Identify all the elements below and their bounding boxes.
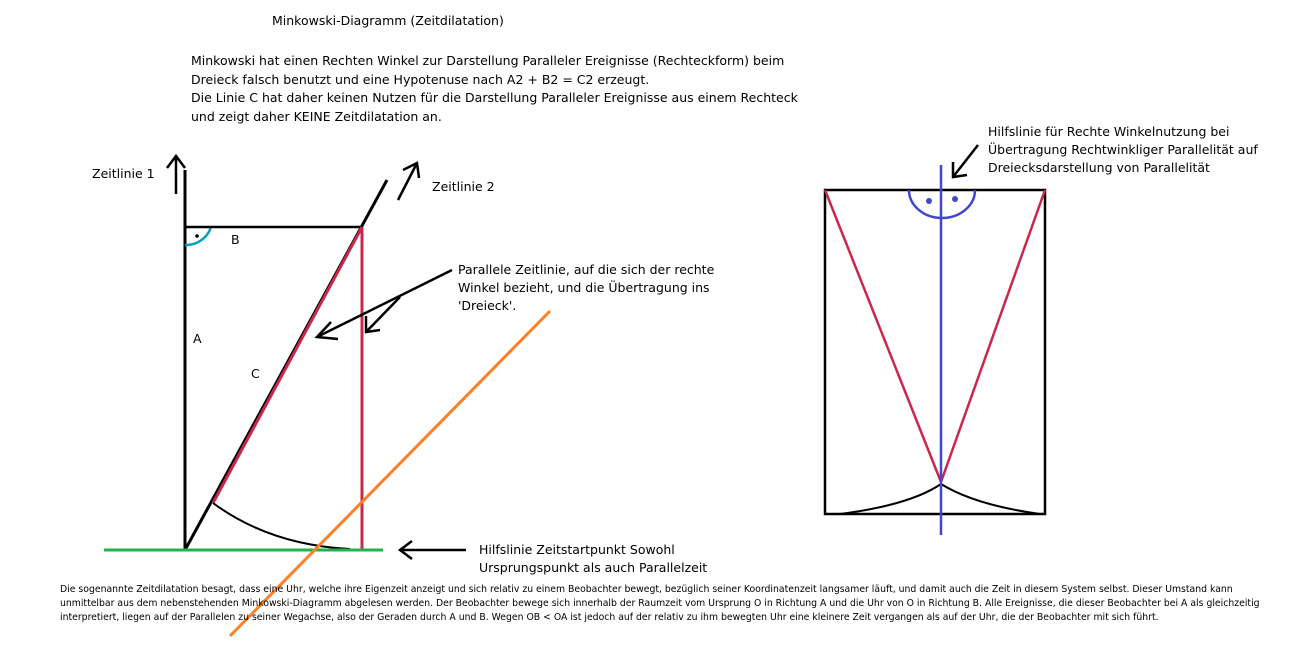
zeitlinie1-label: Zeitlinie 1 [92,166,155,181]
hilfslinie-annotation: Hilfslinie für Rechte Winkelnutzung bei … [988,123,1258,177]
blue-dot-left [926,198,932,204]
annotation-line: Übertragung Rechtwinkliger Parallelität … [988,142,1258,157]
left-diagram [104,153,552,638]
bottom-arc [212,502,351,550]
startpunkt-annotation: Hilfslinie Zeitstartpunkt Sowohl Ursprun… [479,541,707,577]
right-angle-arc [184,226,213,247]
red-v-left [823,189,943,483]
annotation-line: Dreiecksdarstellung von Parallelität [988,160,1210,175]
zeitlinie2-arrow-icon [396,161,421,201]
label-b: B [231,232,240,247]
zeitlinie2-label: Zeitlinie 2 [432,179,495,194]
right-diagram [823,144,1047,535]
annotation-line: 'Dreieck'. [458,298,517,313]
intro-line: Dreieck falsch benutzt und eine Hypotenu… [191,71,650,87]
annotation-line: Ursprungspunkt als auch Parallelzeit [479,560,708,575]
footer-line: interpretiert, liegen auf der Parallelen… [60,612,1159,623]
intro-line: und zeigt daher KEINE Zeitdilatation an. [191,108,442,124]
footer-line: Die sogenannte Zeitdilatation besagt, da… [60,584,1233,595]
footer-paragraph: Die sogenannte Zeitdilatation besagt, da… [60,583,1280,625]
intro-line: Minkowski hat einen Rechten Winkel zur D… [191,53,785,68]
diagram-title: Minkowski-Diagramm (Zeitdilatation) [272,13,504,28]
annotation-line: Parallele Zeitlinie, auf die sich der re… [458,262,715,277]
blue-dot-right [952,196,958,202]
parallel-annotation: Parallele Zeitlinie, auf die sich der re… [458,261,714,315]
hilfslinie-arrow-icon [951,144,979,179]
zeitlinie1-arrow-icon [166,153,186,194]
annotation-line: Hilfslinie Zeitstartpunkt Sowohl [479,542,675,557]
annotation-line: Hilfslinie für Rechte Winkelnutzung bei [988,124,1230,139]
right-angle-dot [195,234,199,238]
intro-line: Die Linie C hat daher keinen Nutzen für … [191,90,798,105]
label-c: C [251,366,260,381]
blue-right-angle-arc [907,189,977,220]
parallel-annotation-arrow-icon [314,268,453,341]
intro-paragraph: Minkowski hat einen Rechten Winkel zur D… [191,52,798,126]
startpunkt-arrow-icon [397,540,466,560]
orange-line [228,309,552,638]
footer-line: unmittelbar aus dem nebenstehenden Minko… [60,598,1260,609]
red-v-right [939,189,1047,483]
right-rectangle [823,188,1047,516]
annotation-line: Winkel bezieht, und die Übertragung ins [458,280,710,295]
label-a: A [193,331,202,346]
hypotenuse-c-red [211,226,364,504]
